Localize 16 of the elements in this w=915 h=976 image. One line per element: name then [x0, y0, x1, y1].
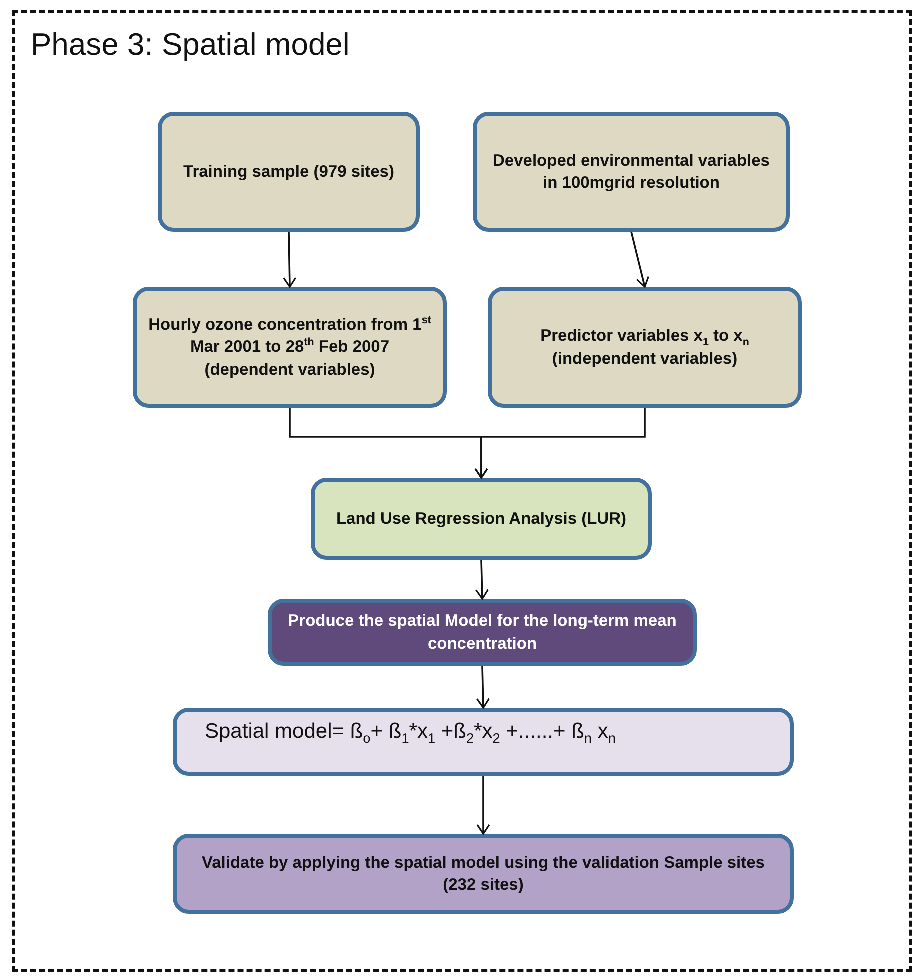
- arrow: [476, 666, 490, 709]
- arrow: [474, 408, 646, 479]
- process-box: Hourly ozone concentration from 1$^{st}$ Mar 2001 to 28$^{th}$ Feb 2007 (dependent variables): [133, 287, 447, 408]
- arrow: [475, 560, 490, 600]
- process-box: Developed environmental variables in 100mgrid resolution: [473, 112, 790, 232]
- process-box: Predictor variables x$_{1}$ to x$_{n}$ (independent variables): [488, 287, 802, 408]
- process-box: Land Use Regression Analysis (LUR): [311, 478, 652, 560]
- process-box: Produce the spatial Model for the long-term mean concentration: [268, 599, 697, 666]
- arrow: [630, 232, 650, 288]
- arrow: [283, 232, 297, 288]
- process-box: Training sample (979 sites): [158, 112, 420, 232]
- dashed-frame: [12, 10, 912, 972]
- frame-title: Phase 3: Spatial model: [31, 27, 350, 63]
- arrow: [476, 776, 490, 835]
- formula-box: Spatial model= ß$_{o}$+ ß$_{1}$*x$_{1}$ +ß$_{2}$*x$_{2}$ +......+ ß$_{n}$ x$_{n}$: [173, 708, 794, 776]
- process-box: Validate by applying the spatial model using the validation Sample sites (232 sites): [173, 834, 794, 914]
